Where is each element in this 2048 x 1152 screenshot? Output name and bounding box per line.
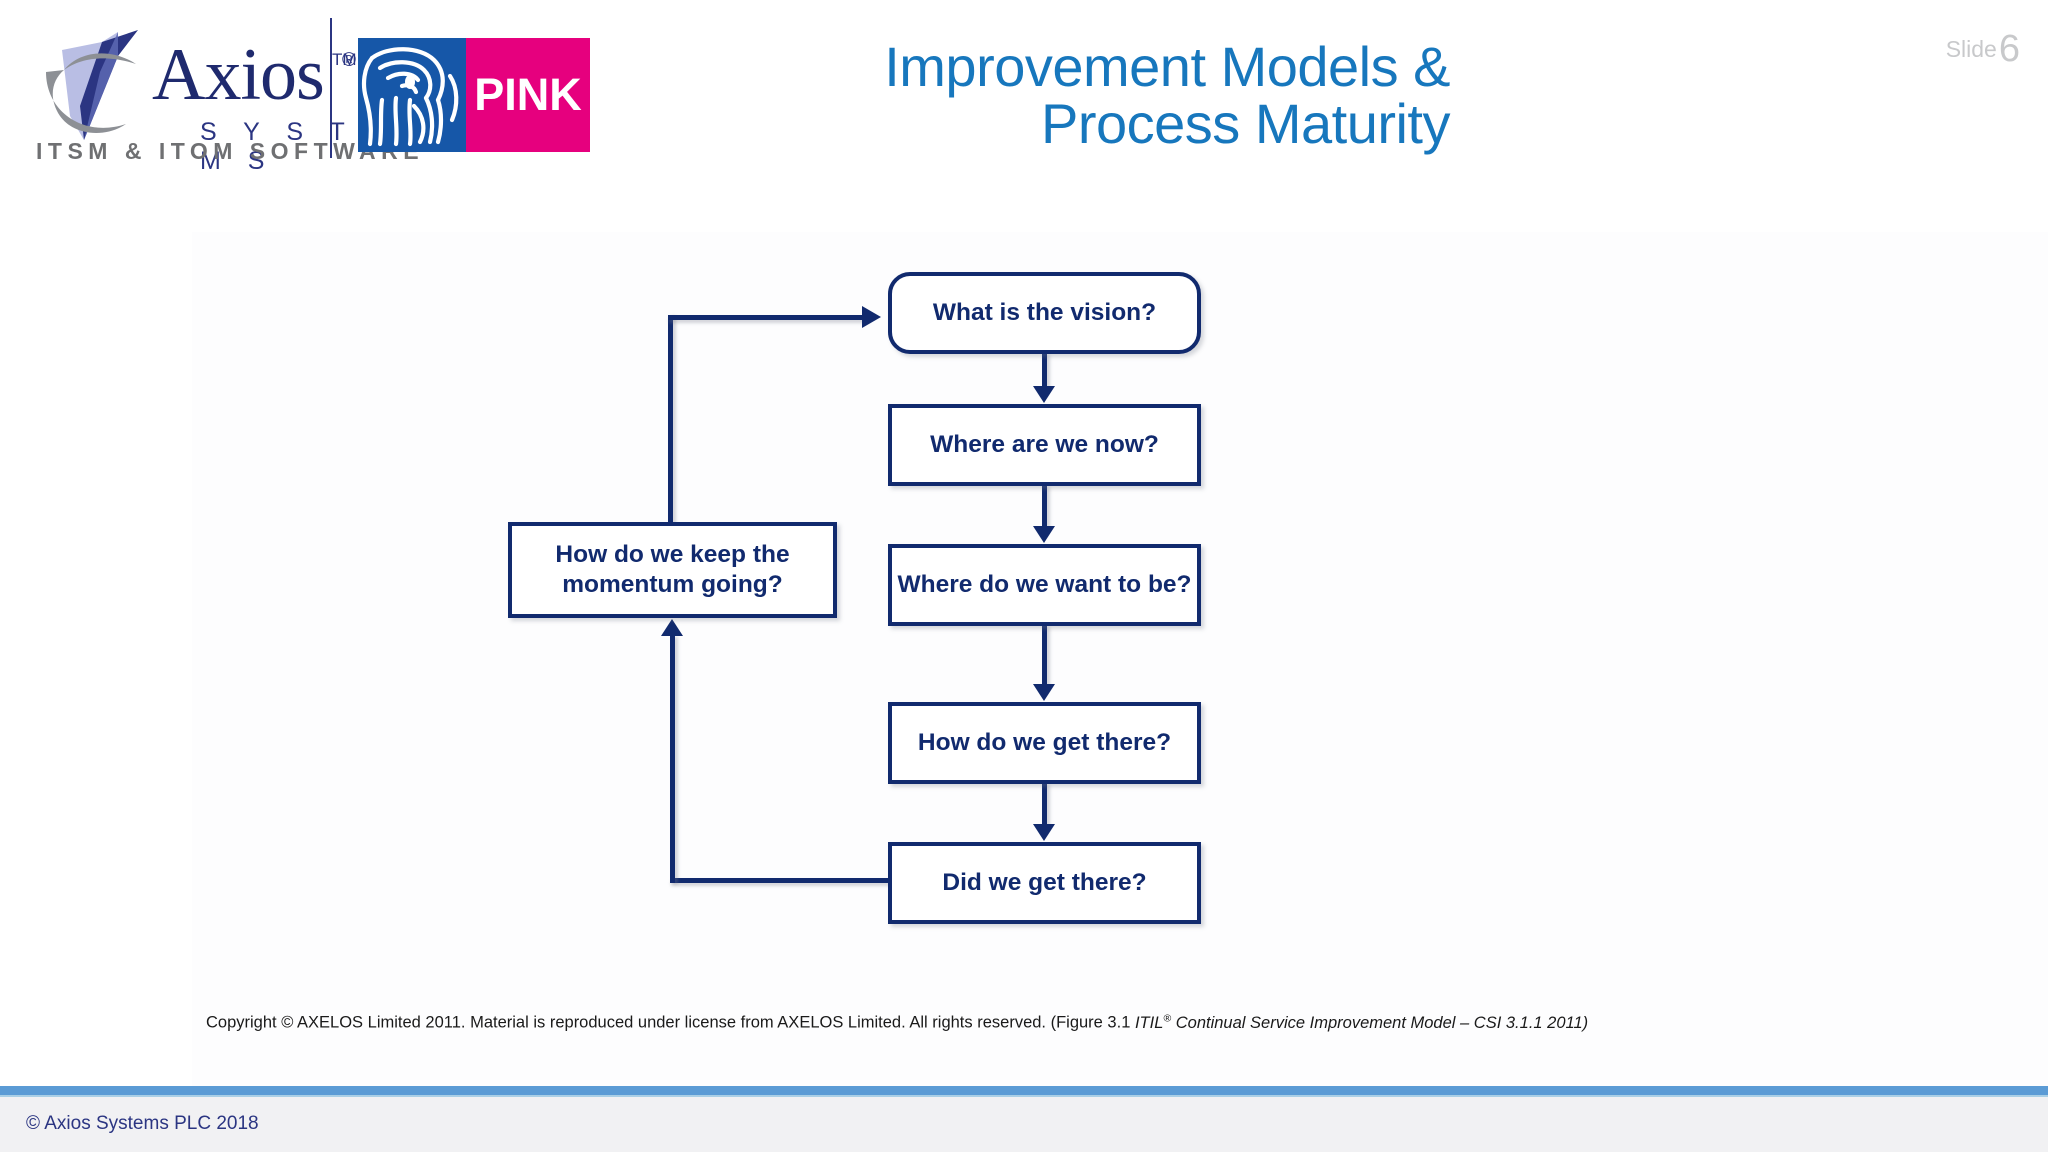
footer-hairline — [0, 1095, 2048, 1097]
content-panel — [192, 232, 2048, 1086]
axios-wordmark: Axios — [152, 34, 325, 116]
axios-tagline: ITSM & ITOM SOFTWARE — [36, 138, 425, 164]
pink-wordmark: PINK — [474, 69, 582, 120]
slide-footer: © Axios Systems PLC 2018 — [0, 1097, 2048, 1152]
footer-copyright: © Axios Systems PLC 2018 — [26, 1113, 259, 1134]
footnote-plain: Copyright © AXELOS Limited 2011. Materia… — [206, 1013, 1135, 1032]
slide-number: Slide6 — [1946, 28, 2020, 71]
attribution-footnote: Copyright © AXELOS Limited 2011. Materia… — [206, 1012, 1906, 1034]
registered-trademark-icon: ® — [1163, 1012, 1172, 1024]
axios-logo: Axios TM S Y S T E M S — [40, 20, 430, 190]
footnote-italic-rest: Continual Service Improvement Model – CS… — [1171, 1013, 1589, 1032]
registered-trademark-icon: ® — [342, 50, 356, 71]
pink-elephant-logo: PINK — [358, 38, 590, 152]
trademark-icon: TM — [332, 50, 357, 69]
footnote-italic: ITIL® Continual Service Improvement Mode… — [1134, 1012, 1589, 1032]
pink-label-block: PINK — [466, 38, 590, 152]
page-title-line-2: Process Maturity — [1041, 92, 1451, 156]
slide-number-value: 6 — [1998, 28, 2020, 70]
page-title: Improvement Models & Process Maturity — [550, 38, 1450, 152]
axios-systems-label: S Y S T E M S — [200, 118, 398, 175]
slide-number-label: Slide — [1945, 36, 1997, 62]
slide-header: Axios TM S Y S T E M S ITSM & ITOM SOFTW… — [0, 0, 2048, 232]
axios-checkmark-icon — [40, 20, 160, 150]
page-title-line-1: Improvement Models & — [884, 35, 1450, 98]
footnote-itil-label: ITIL — [1134, 1013, 1164, 1032]
elephant-icon — [358, 38, 466, 152]
logo-divider — [330, 18, 332, 158]
footer-accent-bar — [0, 1086, 2048, 1095]
